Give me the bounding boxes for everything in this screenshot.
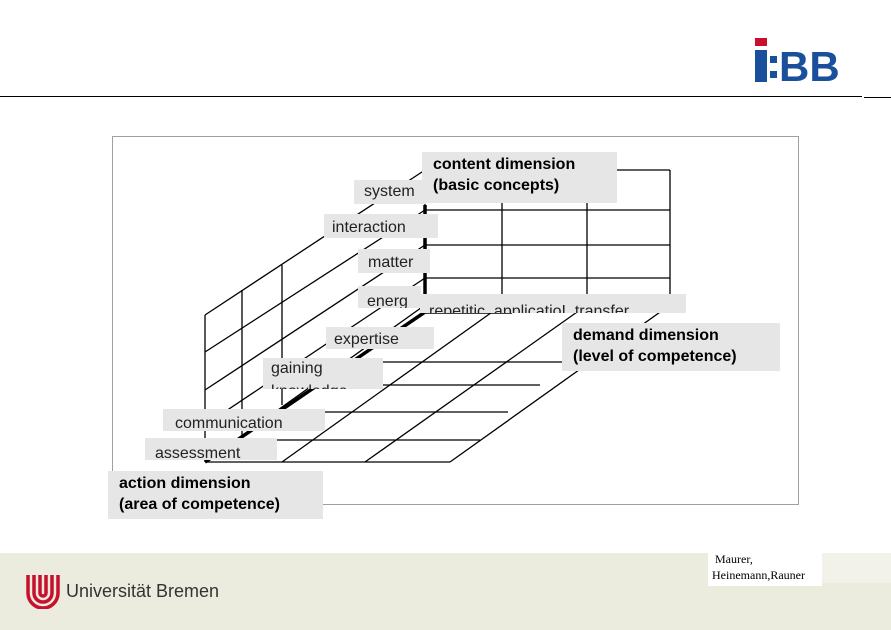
figure-credits: Maurer, Heinemann,Rauner <box>708 550 822 586</box>
action-dimension-title: action dimension <box>119 475 251 492</box>
action-item-knowledge: knowledge <box>271 381 379 389</box>
demand-dimension-label: demand dimension (level of competence) <box>562 323 780 371</box>
header-divider-tail <box>864 97 891 98</box>
header-divider <box>0 96 862 97</box>
demand-items: repetitic. applicatioI. transfer <box>420 294 686 313</box>
demand-dimension-title: demand dimension <box>573 327 719 344</box>
content-item-matter: matter <box>358 249 430 273</box>
footer-accent <box>822 553 891 583</box>
content-dimension-subtitle: (basic concepts) <box>433 177 560 194</box>
university-logo-icon <box>26 575 60 609</box>
action-item-expertise: expertise <box>326 327 434 349</box>
credits-line-1: Maurer, <box>715 552 753 566</box>
credits-line-2: Heinemann,Rauner <box>712 568 805 582</box>
action-dimension-subtitle: (area of competence) <box>119 496 280 513</box>
university-name: Universität Bremen <box>66 581 220 601</box>
action-item-gaining-knowledge: gaining knowledge <box>263 358 383 389</box>
action-item-assessment: assessment <box>145 438 277 460</box>
action-item-communication: communication <box>163 409 325 431</box>
action-dimension-label: action dimension (area of competence) <box>108 471 323 519</box>
demand-dimension-subtitle: (level of competence) <box>573 348 737 365</box>
action-item-gaining: gaining <box>271 360 323 377</box>
content-item-energy: energ <box>358 286 421 308</box>
content-item-system: system <box>354 180 426 204</box>
content-dimension-label: content dimension (basic concepts) <box>422 152 617 203</box>
content-item-interaction: interaction <box>324 214 438 238</box>
svg-text:BB: BB <box>779 43 840 82</box>
ibb-logo: BB <box>755 38 840 82</box>
content-dimension-title: content dimension <box>433 156 576 173</box>
